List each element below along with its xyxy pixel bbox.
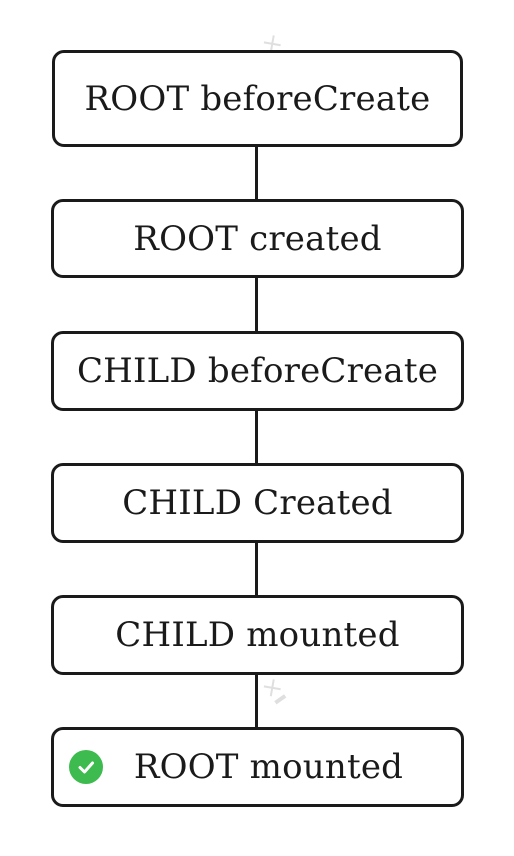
node-label: CHILD mounted: [115, 615, 400, 655]
connector-line: [255, 145, 258, 201]
connector-line: [255, 276, 258, 333]
node-child-beforecreate: CHILD beforeCreate: [51, 331, 464, 411]
node-root-created: ROOT created: [51, 199, 464, 278]
node-label: CHILD Created: [122, 483, 393, 523]
node-label: ROOT mounted: [133, 747, 404, 787]
node-label: ROOT created: [133, 218, 382, 259]
node-root-mounted: ROOT mounted: [51, 727, 464, 807]
node-child-mounted: CHILD mounted: [51, 595, 464, 675]
node-root-beforecreate: ROOT beforeCreate: [52, 50, 463, 147]
node-label: CHILD beforeCreate: [76, 351, 439, 391]
node-label: ROOT beforeCreate: [84, 78, 431, 119]
check-circle-icon: [69, 750, 103, 784]
connector-line: [255, 409, 258, 465]
node-child-created: CHILD Created: [51, 463, 464, 543]
connector-line: [255, 673, 258, 729]
watermark-icon: [258, 674, 297, 718]
connector-line: [255, 541, 258, 597]
